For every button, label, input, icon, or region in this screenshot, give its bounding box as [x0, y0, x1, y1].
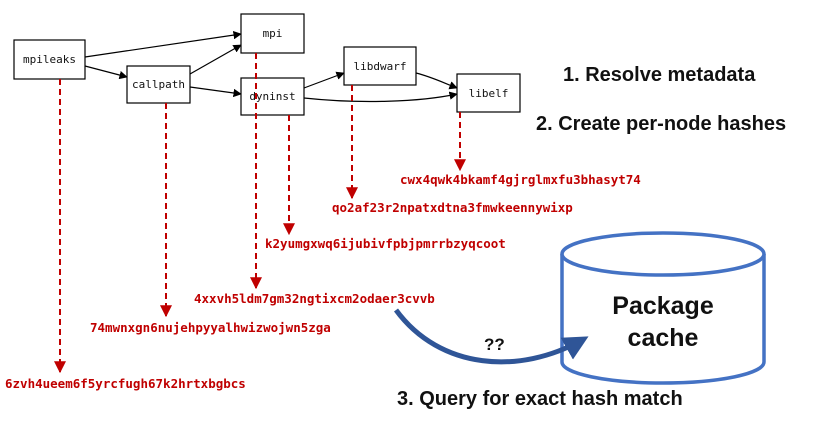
node-mpileaks: mpileaks — [13, 39, 86, 80]
hash-mpileaks: 6zvh4ueem6f5yrcfugh67k2hrtxbgbcs — [5, 376, 246, 391]
hash-arrows — [54, 53, 466, 374]
edge-mpileaks-mpi — [84, 30, 242, 58]
cache-label-line1: Package — [612, 292, 714, 320]
cache-label-line2: cache — [628, 324, 699, 352]
node-label-libelf: libelf — [469, 87, 509, 100]
hash-callpath: 74mwnxgn6nujehpyyalhwizwojwn5zga — [90, 320, 331, 335]
package-cache-cylinder: Package cache — [560, 231, 766, 385]
hash-libdwarf: qo2af23r2npatxdtna3fmwkeennywixp — [332, 200, 573, 215]
node-mpi: mpi — [240, 13, 305, 54]
edge-dyninst-libelf — [303, 91, 458, 103]
edge-mpileaks-callpath — [84, 65, 128, 80]
node-label-mpileaks: mpileaks — [23, 53, 76, 66]
node-libdwarf: libdwarf — [343, 46, 417, 86]
node-callpath: callpath — [126, 65, 191, 104]
step-create-hashes: 2. Create per-node hashes — [536, 113, 786, 135]
hash-labels: cwx4qwk4bkamf4gjrglmxfu3bhasyt74 qo2af23… — [5, 172, 641, 391]
step-resolve-metadata: 1. Resolve metadata — [563, 64, 756, 86]
hash-mpi: 4xxvh5ldm7gm32ngtixcm2odaer3cvvb — [194, 291, 435, 306]
hash-libelf: cwx4qwk4bkamf4gjrglmxfu3bhasyt74 — [400, 172, 641, 187]
node-label-dyninst: dyninst — [249, 90, 295, 103]
cylinder-top — [560, 231, 766, 277]
edge-libdwarf-libelf — [415, 72, 458, 90]
node-dyninst: dyninst — [240, 77, 305, 116]
node-label-callpath: callpath — [132, 78, 185, 91]
cylinder-body — [560, 254, 766, 385]
dependency-edges — [84, 30, 458, 103]
node-label-libdwarf: libdwarf — [354, 60, 407, 73]
query-mark: ?? — [484, 335, 505, 354]
query-arrow — [393, 308, 589, 365]
node-libelf: libelf — [456, 73, 521, 113]
step-query-hash: 3. Query for exact hash match — [397, 388, 683, 410]
edge-callpath-dyninst — [189, 86, 242, 98]
hash-dyninst: k2yumgxwq6ijubivfpbjpmrrbzyqcoot — [265, 236, 506, 251]
edge-callpath-mpi — [189, 44, 242, 75]
node-label-mpi: mpi — [263, 27, 283, 40]
edge-dyninst-libdwarf — [303, 71, 345, 89]
